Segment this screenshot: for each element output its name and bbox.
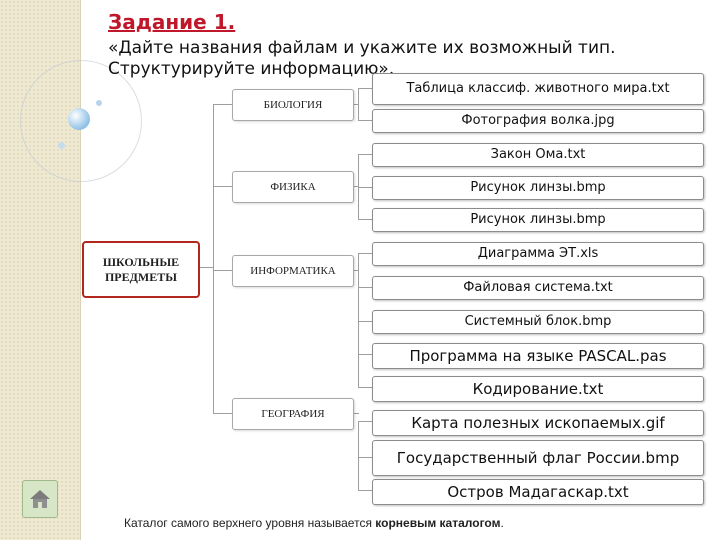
connector bbox=[353, 413, 359, 414]
file-item[interactable]: Таблица классиф. животного мира.txt bbox=[372, 73, 704, 105]
category-informatics[interactable]: ИНФОРМАТИКА bbox=[232, 255, 354, 287]
connector bbox=[197, 267, 213, 268]
footer-note: Каталог самого верхнего уровня называетс… bbox=[124, 516, 504, 530]
connector bbox=[358, 321, 372, 322]
connector bbox=[358, 490, 372, 491]
decorative-dot bbox=[96, 100, 102, 106]
connector bbox=[358, 457, 372, 458]
decorative-bubble bbox=[68, 108, 90, 130]
file-item[interactable]: Закон Ома.txt bbox=[372, 143, 704, 167]
file-item[interactable]: Системный блок.bmp bbox=[372, 310, 704, 334]
file-item[interactable]: Рисунок линзы.bmp bbox=[372, 208, 704, 232]
task-description-line1: «Дайте названия файлам и укажите их возм… bbox=[108, 38, 616, 58]
connector bbox=[213, 413, 232, 414]
root-node[interactable]: ШКОЛЬНЫЕ ПРЕДМЕТЫ bbox=[82, 241, 200, 298]
connector bbox=[353, 186, 359, 187]
connector bbox=[358, 421, 372, 422]
connector bbox=[213, 270, 232, 271]
file-item[interactable]: Файловая система.txt bbox=[372, 276, 704, 300]
connector bbox=[358, 154, 372, 155]
root-label-line2: ПРЕДМЕТЫ bbox=[104, 269, 178, 284]
connector bbox=[358, 421, 359, 491]
connector bbox=[358, 187, 372, 188]
connector bbox=[358, 120, 372, 121]
decorative-circle bbox=[20, 60, 142, 182]
connector bbox=[358, 387, 372, 388]
connector bbox=[358, 287, 372, 288]
file-item[interactable]: Государственный флаг России.bmp bbox=[372, 440, 704, 476]
footer-suffix: . bbox=[500, 516, 504, 530]
file-item[interactable]: Программа на языке PASCAL.pas bbox=[372, 343, 704, 369]
connector bbox=[358, 88, 372, 89]
decorative-dot bbox=[58, 142, 65, 149]
file-item[interactable]: Остров Мадагаскар.txt bbox=[372, 479, 704, 505]
connector bbox=[213, 186, 232, 187]
file-item[interactable]: Кодирование.txt bbox=[372, 376, 704, 402]
category-biology[interactable]: БИОЛОГИЯ bbox=[232, 89, 354, 121]
connector bbox=[213, 104, 232, 105]
connector bbox=[358, 219, 372, 220]
category-physics[interactable]: ФИЗИКА bbox=[232, 171, 354, 203]
connector bbox=[353, 104, 359, 105]
file-item[interactable]: Рисунок линзы.bmp bbox=[372, 176, 704, 200]
connector bbox=[213, 104, 214, 414]
connector bbox=[353, 270, 359, 271]
task-title: Задание 1. bbox=[108, 10, 236, 34]
file-item[interactable]: Фотография волка.jpg bbox=[372, 109, 704, 133]
strip-divider bbox=[80, 0, 81, 540]
connector bbox=[358, 354, 372, 355]
root-label-line1: ШКОЛЬНЫЕ bbox=[102, 254, 180, 269]
home-icon bbox=[30, 490, 50, 508]
category-geography[interactable]: ГЕОГРАФИЯ bbox=[232, 398, 354, 430]
file-item[interactable]: Карта полезных ископаемых.gif bbox=[372, 410, 704, 436]
file-item[interactable]: Диаграмма ЭТ.xls bbox=[372, 242, 704, 266]
connector bbox=[358, 253, 372, 254]
connector bbox=[358, 88, 359, 121]
footer-text: Каталог самого верхнего уровня называетс… bbox=[124, 516, 376, 530]
task-description-line2: Структурируйте информацию». bbox=[108, 59, 395, 79]
task-description: «Дайте названия файлам и укажите их возм… bbox=[108, 38, 616, 80]
connector bbox=[358, 253, 359, 388]
home-button[interactable] bbox=[22, 480, 58, 518]
footer-emphasis: корневым каталогом bbox=[375, 516, 501, 530]
